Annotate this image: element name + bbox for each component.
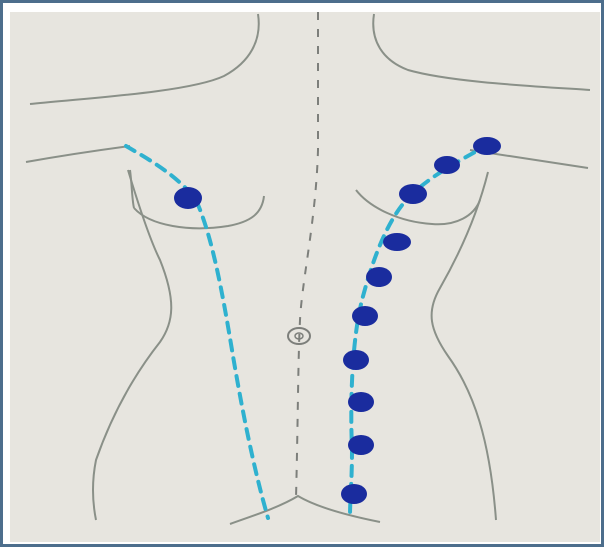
neck-left-line <box>30 14 259 104</box>
marker-left-breast <box>174 187 202 209</box>
marker-right-10 <box>341 484 367 504</box>
marker-right-2 <box>434 156 460 174</box>
neck-right-line <box>373 14 590 90</box>
marker-right-4 <box>383 233 411 251</box>
midline-dashed <box>296 12 318 498</box>
left-shoulder-line <box>26 146 130 162</box>
marker-right-9 <box>348 435 374 455</box>
marker-right-5 <box>366 267 392 287</box>
marker-right-8 <box>348 392 374 412</box>
marker-right-1 <box>473 137 501 155</box>
marker-right-6 <box>352 306 378 326</box>
marker-right-7 <box>343 350 369 370</box>
marker-right-3 <box>399 184 427 204</box>
